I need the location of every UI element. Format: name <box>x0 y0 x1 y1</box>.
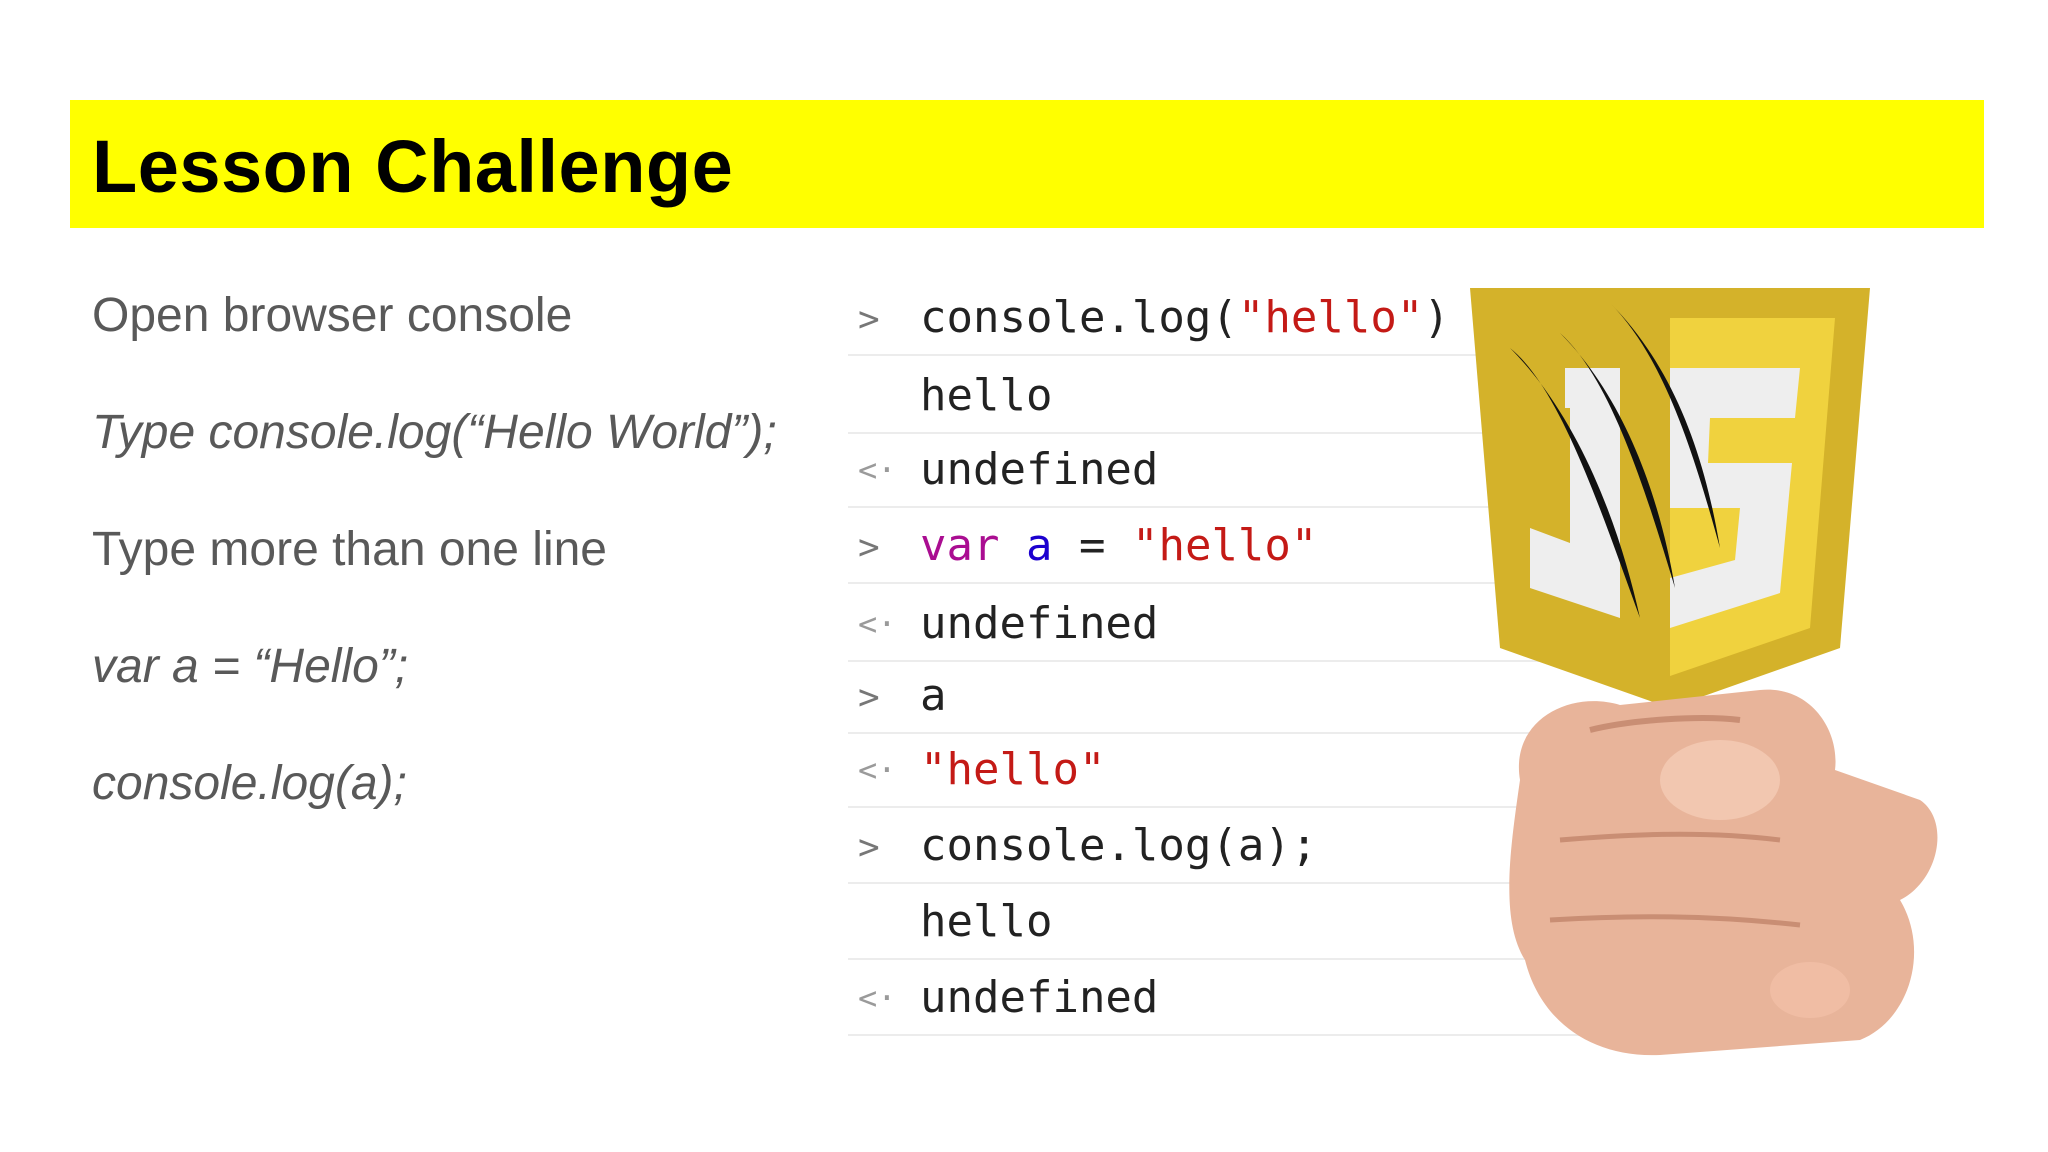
input-prompt-icon: > <box>858 677 880 718</box>
console-code: hello <box>920 374 1052 418</box>
bullet-item: console.log(a); <box>92 757 407 810</box>
code-token: hello <box>920 370 1053 421</box>
code-token: = <box>1052 520 1132 571</box>
console-code: "hello" <box>920 748 1105 792</box>
console-row: <· "hello" <box>848 732 1648 808</box>
console-code: console.log(a); <box>920 824 1317 868</box>
code-token <box>999 520 1026 571</box>
input-prompt-icon: > <box>858 527 880 568</box>
return-arrow-icon: <· <box>858 605 897 643</box>
console-row: > console.log(a); <box>848 808 1648 884</box>
input-prompt-icon: > <box>858 827 880 868</box>
code-token: undefined <box>920 972 1159 1023</box>
console-code: console.log("hello") <box>920 296 1450 340</box>
slide-title: Lesson Challenge <box>92 125 734 208</box>
console-code: undefined <box>920 448 1158 492</box>
console-row: > console.log("hello") <box>848 280 1648 356</box>
return-arrow-icon: <· <box>858 979 897 1017</box>
console-code: undefined <box>920 976 1158 1020</box>
code-token: "hello" <box>1237 292 1424 343</box>
console-row: hello <box>848 358 1648 434</box>
return-arrow-icon: <· <box>858 751 897 789</box>
code-token: console.log(a); <box>920 820 1318 871</box>
code-token: "hello" <box>920 744 1106 795</box>
input-prompt-icon: > <box>858 299 880 340</box>
code-token: a <box>1025 520 1053 571</box>
console-code: undefined <box>920 602 1158 646</box>
pointing-hand-icon <box>1509 689 1938 1056</box>
code-token: undefined <box>920 598 1159 649</box>
code-token: ) <box>1423 292 1450 343</box>
title-bar: Lesson Challenge <box>70 100 1984 228</box>
return-arrow-icon: <· <box>858 451 897 489</box>
console-row: > var a = "hello" <box>848 508 1648 584</box>
bullet-item: var a = “Hello”; <box>92 640 409 693</box>
js-shield-logo-icon <box>1470 288 1870 708</box>
console-row: >a <box>848 658 1648 734</box>
console-code: hello <box>920 900 1052 944</box>
code-token: console.log( <box>920 292 1238 343</box>
code-token: undefined <box>920 444 1159 495</box>
console-code: var a = "hello" <box>920 524 1317 568</box>
code-token: hello <box>920 896 1053 947</box>
bullet-item: Open browser console <box>92 289 573 342</box>
console-row: hello <box>848 884 1648 960</box>
console-row: <· undefined <box>848 432 1648 508</box>
console-code: a <box>920 674 947 718</box>
bullet-item: Type more than one line <box>92 523 607 576</box>
code-token: "hello" <box>1131 520 1318 571</box>
console-row: <· undefined <box>848 960 1648 1036</box>
code-token: a <box>920 670 947 721</box>
code-token: var <box>920 520 1000 571</box>
console-row: <· undefined <box>848 586 1648 662</box>
bullet-list: Open browser console Type console.log(“H… <box>92 288 852 873</box>
bullet-item: Type console.log(“Hello World”); <box>92 406 777 459</box>
